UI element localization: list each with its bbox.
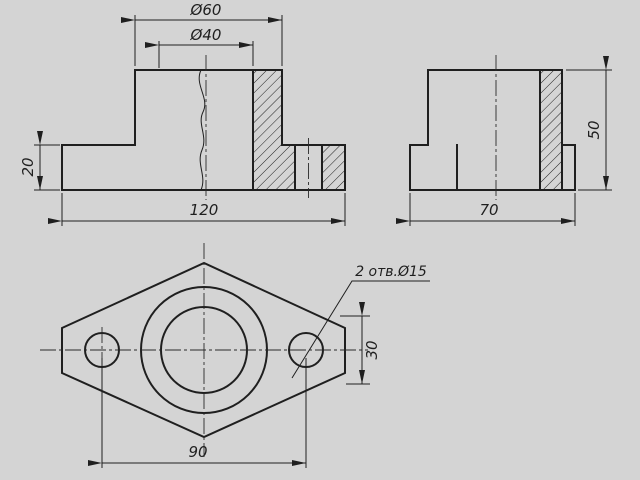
side-hatch-section — [540, 70, 562, 190]
ext-lines-90 — [101, 358, 307, 468]
dim-label-hole-spacing: 90 — [188, 443, 207, 461]
dim-label-height: 50 — [585, 120, 603, 139]
dim-label-flange-thickness: 20 — [19, 157, 37, 176]
front-hatch-section-right — [322, 145, 345, 190]
front-hatch-section-left — [253, 70, 295, 190]
dim-label-outer-diameter: Ø60 — [190, 1, 222, 19]
side-view: 50 70 — [396, 55, 612, 226]
front-outline — [61, 69, 346, 191]
front-view: Ø60 Ø40 20 120 — [19, 1, 346, 226]
side-dimensions: 50 70 — [396, 56, 612, 226]
dim-label-bore-diameter: Ø40 — [190, 26, 222, 44]
side-outline — [409, 69, 576, 191]
holes-leader-line — [291, 280, 430, 379]
dim-label-overall-width: 120 — [190, 201, 219, 219]
ext-lines-d60 — [134, 15, 283, 66]
front-break-line — [198, 69, 206, 191]
dim-label-width: 70 — [479, 201, 498, 219]
dim-label-flat-height: 30 — [363, 340, 381, 359]
plan-dimensions: 2 отв.Ø15 30 90 — [88, 264, 430, 468]
plan-view: 2 отв.Ø15 30 90 — [40, 243, 430, 468]
ext-lines-30 — [340, 315, 370, 385]
dim-label-holes-note: 2 отв.Ø15 — [355, 264, 427, 280]
front-dimensions: Ø60 Ø40 20 120 — [19, 1, 346, 226]
